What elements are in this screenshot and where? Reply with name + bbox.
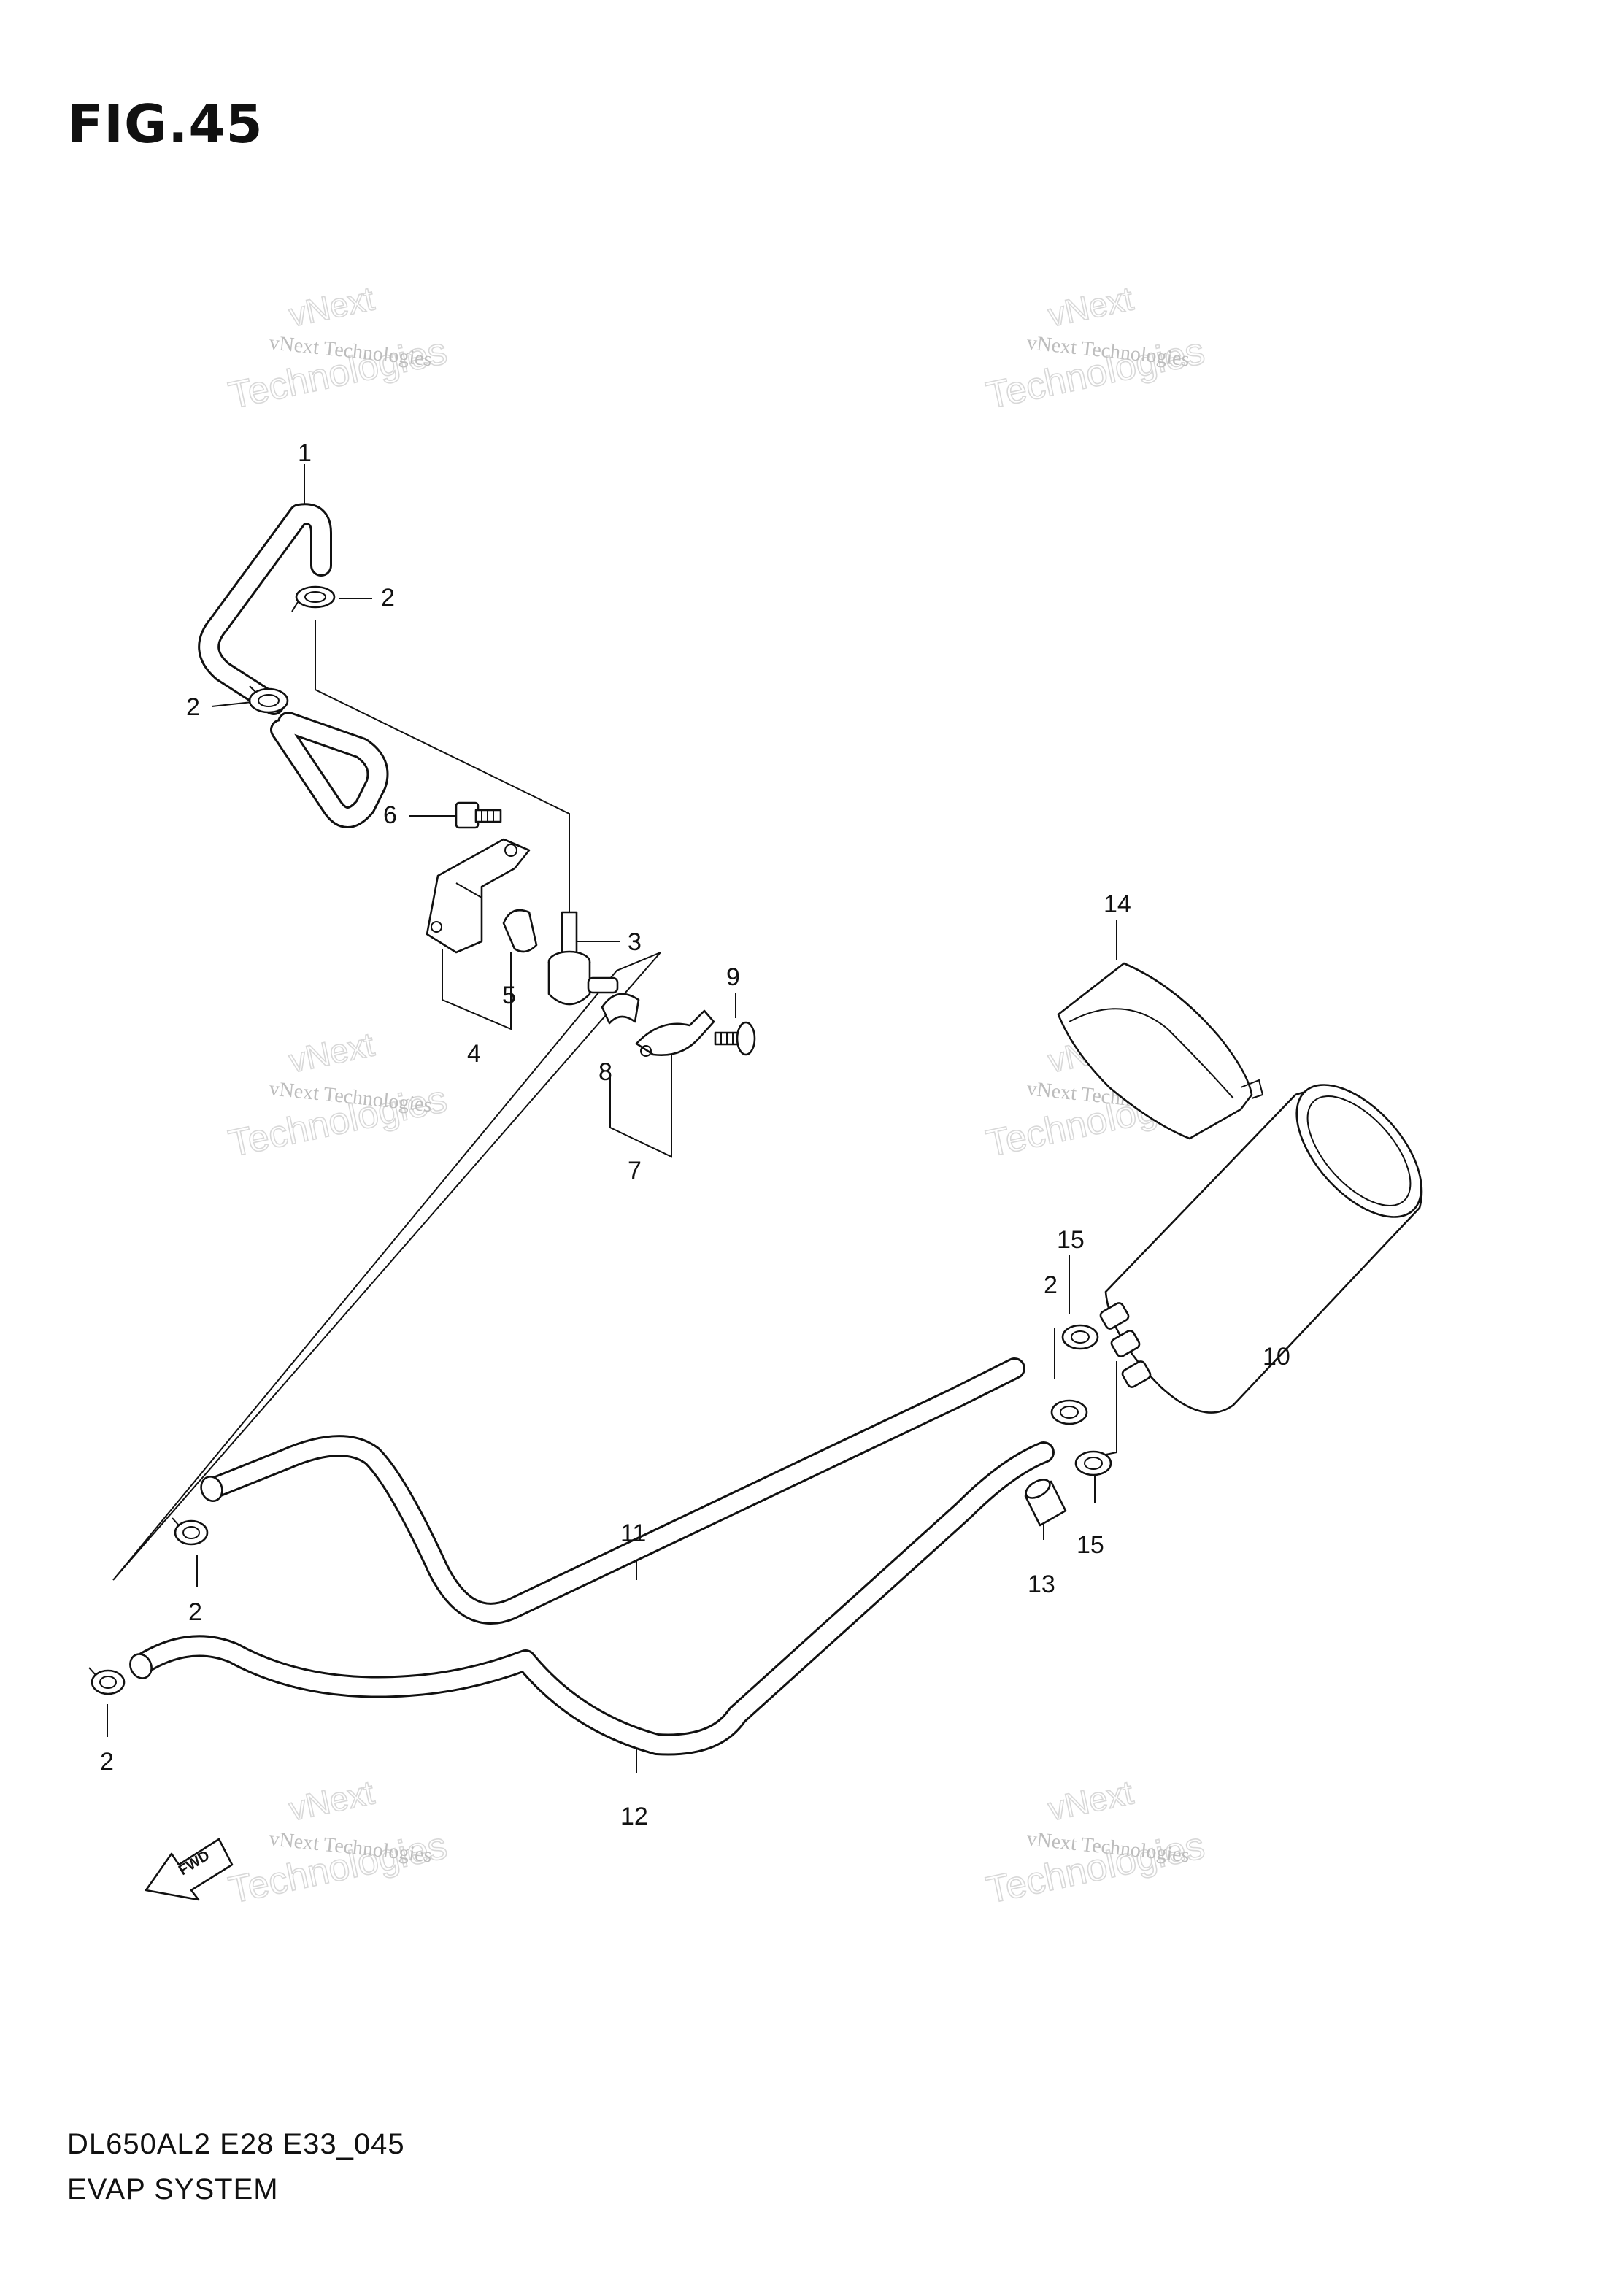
bracket-leader-4 bbox=[442, 949, 512, 1030]
callout-15: 15 bbox=[1077, 1531, 1104, 1559]
callout-7: 7 bbox=[628, 1157, 642, 1184]
leader-line bbox=[1098, 1361, 1117, 1457]
clamp-15-lower bbox=[1074, 1450, 1112, 1476]
watermark-text: vNext bbox=[1044, 1773, 1136, 1827]
callout-15: 15 bbox=[1057, 1226, 1085, 1254]
leader-line bbox=[315, 620, 570, 916]
callout-1: 1 bbox=[298, 439, 312, 467]
callout-6: 6 bbox=[383, 801, 397, 829]
callout-12: 12 bbox=[620, 1803, 648, 1830]
leader-line bbox=[112, 952, 661, 1581]
callout-14: 14 bbox=[1104, 890, 1131, 918]
bracket-7 bbox=[635, 1009, 715, 1057]
callout-8: 8 bbox=[598, 1058, 612, 1086]
watermark-top-left: vNext Technologies vNext Technologies bbox=[225, 279, 452, 418]
clamp-2-canister bbox=[1050, 1399, 1088, 1425]
bracket-leader-7 bbox=[609, 1055, 672, 1158]
clamp-2-middle bbox=[248, 685, 289, 714]
figure-title: FIG.45 bbox=[67, 93, 263, 155]
watermark-bottom-right: vNext Technologies vNext Technologies bbox=[982, 1773, 1209, 1913]
screw-9 bbox=[714, 1021, 756, 1056]
hose-11 bbox=[200, 1357, 1025, 1625]
bolt-6 bbox=[455, 801, 502, 829]
callout-11: 11 bbox=[620, 1519, 646, 1547]
clamp-2-lower-b bbox=[88, 1667, 126, 1695]
clamp-2-lower-a bbox=[172, 1517, 209, 1546]
callout-numbers: 1 2 2 6 3 5 4 8 9 7 14 15 2 10 15 13 11 … bbox=[100, 439, 1290, 1830]
model-code: DL650AL2 E28 E33_045 bbox=[67, 2128, 405, 2160]
watermark-bottom-left: vNext Technologies vNext Technologies bbox=[225, 1773, 452, 1913]
watermark-top-right: vNext Technologies vNext Technologies bbox=[982, 279, 1209, 418]
leader-line bbox=[211, 701, 253, 707]
fwd-arrow-icon: FWD bbox=[145, 1838, 234, 1901]
clip-8 bbox=[601, 993, 640, 1025]
clamp-15-upper bbox=[1061, 1324, 1099, 1350]
callout-2: 2 bbox=[1044, 1271, 1058, 1299]
callout-2: 2 bbox=[381, 584, 395, 612]
bracket-4 bbox=[426, 838, 531, 954]
cover-14 bbox=[1057, 962, 1264, 1140]
callout-9: 9 bbox=[726, 963, 740, 991]
callout-2: 2 bbox=[100, 1748, 114, 1776]
clip-5 bbox=[502, 909, 538, 953]
callout-13: 13 bbox=[1028, 1571, 1055, 1598]
watermark-text: vNext bbox=[285, 1773, 377, 1827]
watermark-text: vNext bbox=[285, 1025, 377, 1079]
watermark-text: vNext bbox=[1044, 279, 1136, 334]
watermark-middle-left: vNext Technologies vNext Technologies bbox=[225, 1025, 452, 1166]
hose-13 bbox=[1024, 1479, 1067, 1527]
watermark-text: vNext bbox=[285, 279, 377, 334]
callout-5: 5 bbox=[502, 982, 516, 1009]
fitting-3 bbox=[547, 911, 619, 1006]
canister-10 bbox=[1099, 1084, 1423, 1414]
callout-10: 10 bbox=[1263, 1343, 1290, 1371]
hose-12 bbox=[129, 1441, 1055, 1756]
callout-2: 2 bbox=[186, 693, 200, 721]
hose-1 bbox=[198, 503, 389, 828]
system-name: EVAP SYSTEM bbox=[67, 2173, 279, 2206]
callout-3: 3 bbox=[628, 928, 642, 956]
callout-2: 2 bbox=[188, 1598, 202, 1626]
callout-4: 4 bbox=[467, 1040, 481, 1068]
clamp-2-upper bbox=[291, 585, 336, 612]
